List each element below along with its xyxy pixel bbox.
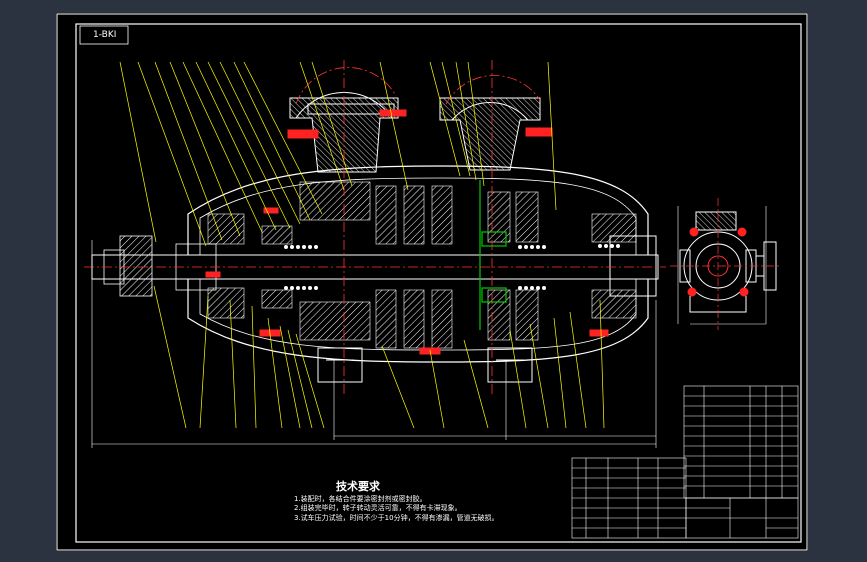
drawing-title-tag: 1-BKI	[93, 30, 117, 40]
casing-hatch	[207, 181, 637, 349]
technical-note-2: 2.组装完毕时，转子转动灵活可靠，不得有卡滞现象。	[294, 504, 462, 512]
leader-lines-top	[119, 61, 557, 247]
technical-note-3: 3.试车压力试验，时间不少于10分钟，不得有渗漏，管道无破损。	[294, 514, 499, 522]
bearing-rows	[284, 244, 620, 290]
drawing-sheet	[56, 13, 808, 551]
end-view	[670, 198, 780, 330]
outer-frame	[56, 13, 808, 551]
technical-note-1: 1.装配时，各结合件要涂密封剂或密封胶。	[294, 495, 427, 503]
dimension-lines	[91, 240, 657, 448]
title-block	[685, 497, 799, 539]
inner-frame	[75, 23, 802, 543]
green-highlights	[479, 180, 507, 330]
technical-requirements-heading: 技术要求	[336, 480, 380, 493]
main-section-view	[84, 60, 666, 448]
casing-feet	[317, 347, 533, 383]
bom-table	[571, 457, 687, 539]
leader-lines-bottom	[153, 285, 605, 429]
center-lines	[84, 60, 666, 395]
parts-table	[683, 385, 799, 499]
title-tag-box	[79, 25, 129, 45]
